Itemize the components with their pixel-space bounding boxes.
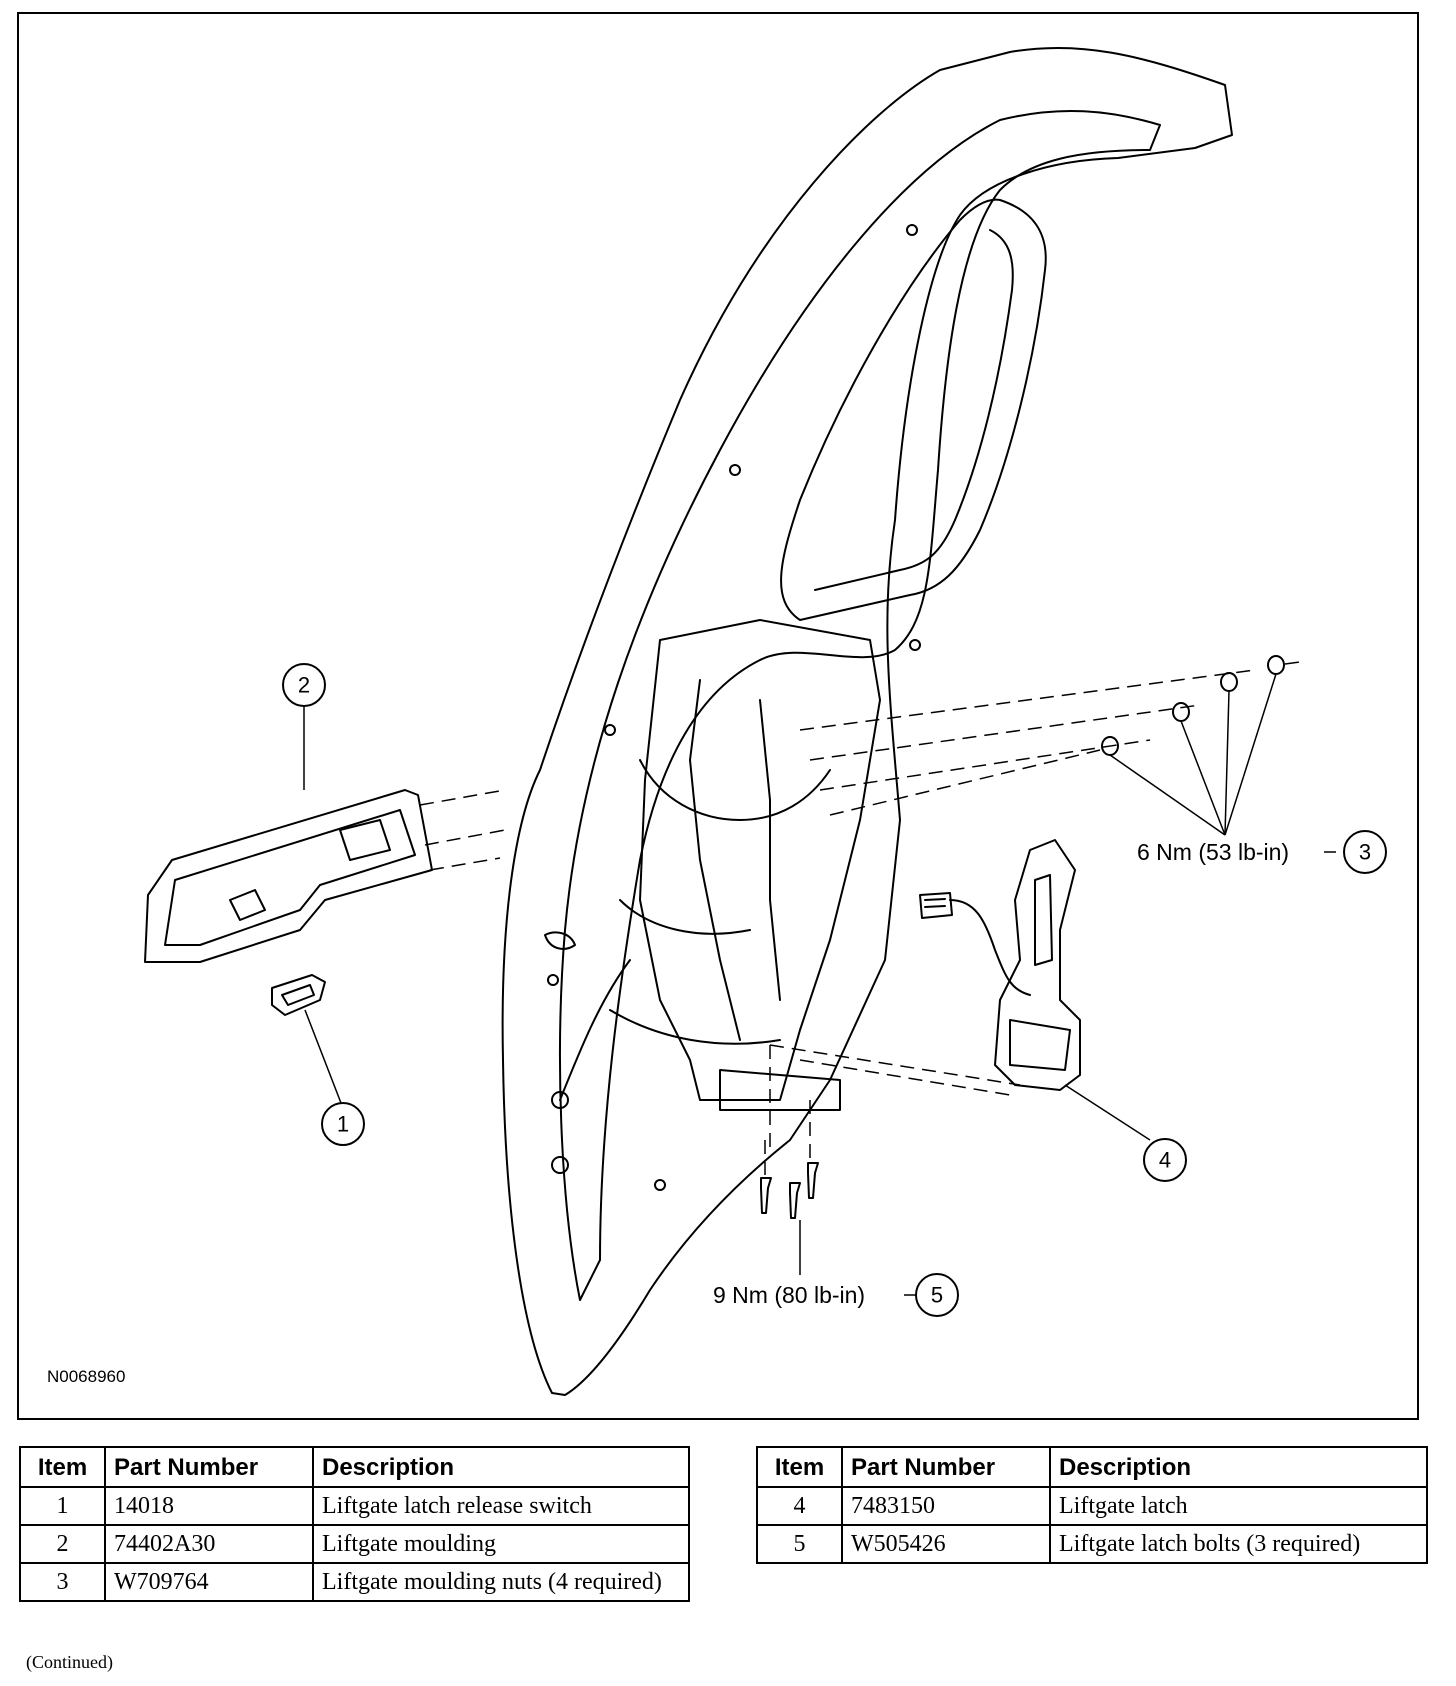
table-header-row: Item Part Number Description <box>756 1446 1428 1488</box>
part-number-cell: 7483150 <box>841 1486 1051 1526</box>
exploded-view-diagram: 1 2 3 4 5 6 Nm (53 lb-in) 9 Nm (80 lb-in… <box>144 46 1387 1396</box>
liftgate-latch-area <box>639 619 881 1101</box>
description-header: Description <box>312 1446 690 1488</box>
liftgate-panel-outline <box>501 46 1233 1396</box>
description-cell: Liftgate latch bolts (3 required) <box>1049 1524 1428 1564</box>
item-cell: 1 <box>19 1486 106 1526</box>
latch-bolts-group <box>760 1162 819 1219</box>
item-header: Item <box>756 1446 843 1488</box>
part-number-header: Part Number <box>104 1446 314 1488</box>
callout-5-number: 5 <box>931 1283 943 1308</box>
item-cell: 2 <box>19 1524 106 1564</box>
table-row: 3 W709764 Liftgate moulding nuts (4 requ… <box>19 1562 690 1602</box>
liftgate-window-opening <box>780 198 1047 621</box>
callout-3-number: 3 <box>1359 840 1371 865</box>
liftgate-inner-frame <box>559 109 1161 1301</box>
item-cell: 5 <box>756 1524 843 1564</box>
description-cell: Liftgate latch <box>1049 1486 1428 1526</box>
callout-2-number: 2 <box>298 673 310 698</box>
table-row: 2 74402A30 Liftgate moulding <box>19 1524 690 1564</box>
table-row: 4 7483150 Liftgate latch <box>756 1486 1428 1526</box>
description-cell: Liftgate moulding nuts (4 required) <box>312 1562 690 1602</box>
callout-4-number: 4 <box>1159 1148 1171 1173</box>
part-number-cell: W505426 <box>841 1524 1051 1564</box>
parts-table-right: Item Part Number Description 4 7483150 L… <box>756 1446 1428 1564</box>
table-row: 1 14018 Liftgate latch release switch <box>19 1486 690 1526</box>
figure-id: N0068960 <box>47 1367 126 1386</box>
description-cell: Liftgate latch release switch <box>312 1486 690 1526</box>
part-number-cell: 14018 <box>104 1486 314 1526</box>
table-header-row: Item Part Number Description <box>19 1446 690 1488</box>
torque-label-nuts: 6 Nm (53 lb-in) <box>1137 839 1289 865</box>
callout-3-circle <box>1343 830 1387 874</box>
liftgate-latch-part <box>994 839 1081 1091</box>
description-cell: Liftgate moulding <box>312 1524 690 1564</box>
callout-5-circle <box>915 1273 959 1317</box>
parts-table-left: Item Part Number Description 1 14018 Lif… <box>19 1446 690 1602</box>
callout-4-circle <box>1143 1138 1187 1182</box>
description-header: Description <box>1049 1446 1428 1488</box>
callout-2-circle <box>282 663 326 707</box>
table-row: 5 W505426 Liftgate latch bolts (3 requir… <box>756 1524 1428 1564</box>
latch-release-switch-part <box>271 974 326 1016</box>
item-cell: 4 <box>756 1486 843 1526</box>
torque-label-bolts: 9 Nm (80 lb-in) <box>713 1282 865 1308</box>
callout-1-circle <box>321 1102 365 1146</box>
latch-wire-harness <box>949 899 1031 996</box>
part-number-header: Part Number <box>841 1446 1051 1488</box>
continued-note: (Continued) <box>26 1652 113 1672</box>
diagram-frame <box>17 12 1419 1420</box>
part-number-cell: 74402A30 <box>104 1524 314 1564</box>
item-header: Item <box>19 1446 106 1488</box>
part-number-cell: W709764 <box>104 1562 314 1602</box>
item-cell: 3 <box>19 1562 106 1602</box>
callout-1-number: 1 <box>337 1112 349 1137</box>
liftgate-moulding-part <box>144 789 433 963</box>
